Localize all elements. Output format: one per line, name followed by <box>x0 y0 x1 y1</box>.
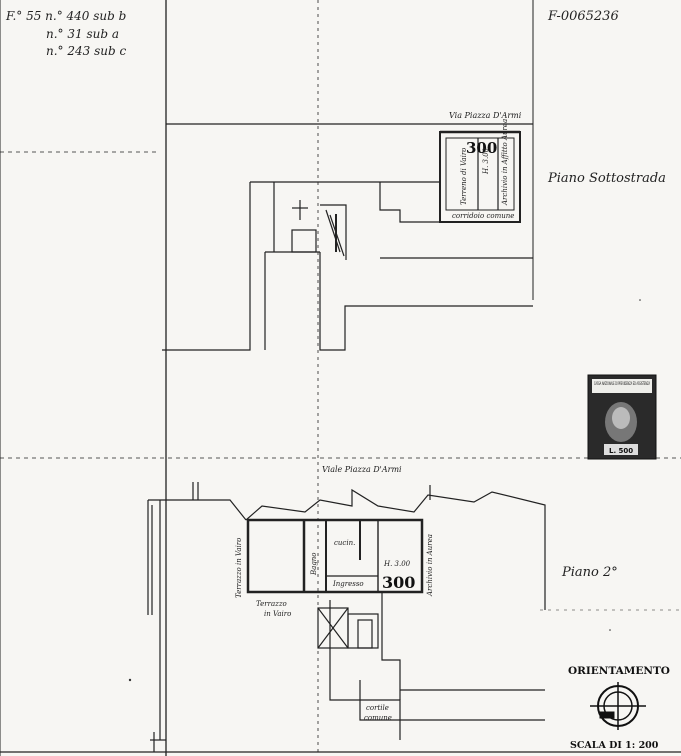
scale-label: SCALA DI 1: 200 <box>570 740 659 751</box>
basement-corridor-label: corridoio comune <box>452 212 514 220</box>
second-floor-terrace-bottom-2: in Vairo <box>264 610 291 618</box>
compass-icon <box>590 682 646 730</box>
basement-height: H. 3.00 <box>482 147 490 175</box>
basement-plan <box>162 123 533 351</box>
second-floor-courtyard-2: comune <box>364 714 392 722</box>
cadastral-references: F.° 55 n.° 440 sub b n.° 31 sub a n.° 24… <box>5 9 126 58</box>
second-floor-courtyard-1: cortile <box>366 704 389 712</box>
cadastral-ref-line1: F.° 55 n.° 440 sub b <box>5 9 126 23</box>
second-floor-bathroom: Bagno <box>310 552 318 576</box>
second-floor-street-label: Viale Piazza D'Armi <box>322 465 402 474</box>
basement-street-label: Via Piazza D'Armi <box>449 111 522 120</box>
second-floor-terrace-bottom-1: Terrazzo <box>256 600 287 608</box>
second-floor-height: H. 3.00 <box>383 560 411 568</box>
second-floor-title: Piano 2° <box>561 565 618 580</box>
second-floor-room-number: 300 <box>382 573 415 592</box>
second-floor-archive-label: Archivio in Aurea <box>426 534 434 597</box>
basement-archive-label: Archivio in Affitto Aurea <box>501 119 509 206</box>
second-floor-kitchen: cucin. <box>334 539 355 547</box>
stamp-value: L. 500 <box>609 447 633 455</box>
basement-title: Piano Sottostrada <box>547 171 666 186</box>
stamp-text: CASSA NAZIONALE DI PREVIDENZA ED ASSISTE… <box>594 381 650 386</box>
cadastral-ref-line2: n.° 31 sub a <box>46 27 119 41</box>
cadastral-ref-line3: n.° 243 sub c <box>46 44 126 58</box>
document-code: F-0065236 <box>547 9 619 24</box>
second-floor-entrance: Ingresso <box>332 580 364 588</box>
orientation-label: ORIENTAMENTO <box>568 665 670 677</box>
print-specks <box>128 299 641 682</box>
basement-room-number: 300 <box>466 139 497 157</box>
basement-room-label: Terreno di Vairo <box>460 148 468 205</box>
revenue-stamp: CASSA NAZIONALE DI PREVIDENZA ED ASSISTE… <box>587 374 657 460</box>
second-floor-plan <box>147 482 546 752</box>
second-floor-terrace-side: Terrazzo in Vairo <box>235 538 243 598</box>
